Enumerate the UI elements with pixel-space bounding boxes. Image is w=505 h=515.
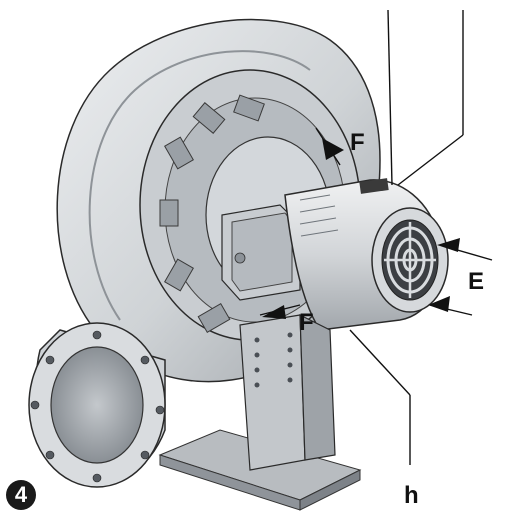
callout-e: E (468, 268, 485, 295)
callout-f-bottom: F (299, 309, 314, 336)
callout-f-top: F (350, 129, 365, 156)
support-stand (239, 314, 336, 471)
terminal-box (221, 204, 301, 301)
leader-lines (259, 9, 493, 465)
figure-number-badge: 4 (6, 480, 36, 510)
callout-h: h (404, 482, 419, 509)
inlet-flange (28, 322, 166, 488)
arrowheads (262, 138, 460, 319)
fan-cover (371, 207, 449, 313)
